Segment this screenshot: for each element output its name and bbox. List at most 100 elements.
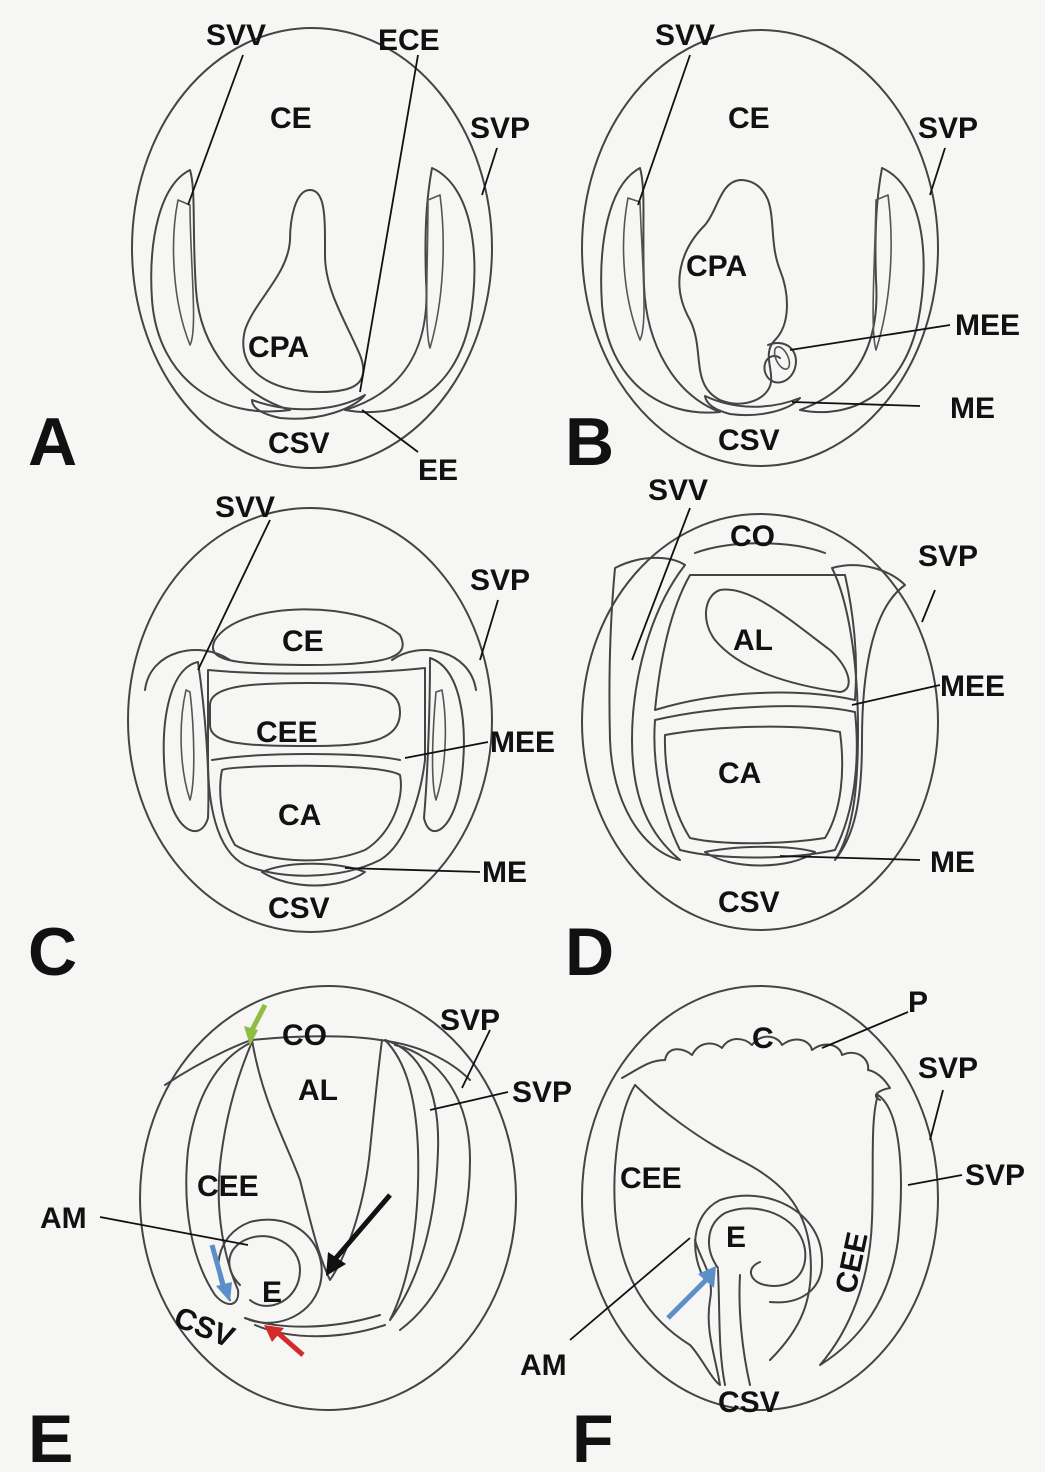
panel-f-stalk xyxy=(718,1270,750,1385)
panel-e-label-am: AM xyxy=(40,1202,87,1235)
panel-f-embryo-swirl xyxy=(709,1208,805,1286)
panel-e-label-cee: CEE xyxy=(197,1170,259,1203)
panel-d-svp-leader xyxy=(922,590,935,622)
panel-f-svp-outer-leader xyxy=(930,1090,943,1140)
panel-e-label-csv: CSV xyxy=(169,1301,239,1355)
panel-d-label-mee: MEE xyxy=(940,670,1005,703)
panel-d-left-shell xyxy=(609,558,685,860)
panel-f-right-shell xyxy=(820,1095,901,1365)
panel-d-label-al: AL xyxy=(733,624,773,657)
panel-b-label-svp: SVP xyxy=(918,112,978,145)
panel-e-label-svp-outer: SVP xyxy=(440,1004,500,1037)
panel-c-label-svv: SVV xyxy=(215,491,275,524)
panel-c-right-vesicle xyxy=(424,658,464,831)
panel-e-label-al: AL xyxy=(298,1074,338,1107)
panel-f-label-cee-right: CEE xyxy=(830,1229,875,1296)
panel-d-label-ca: CA xyxy=(718,757,761,790)
panel-a-letter: A xyxy=(28,404,77,480)
panel-d-label-csv: CSV xyxy=(718,886,780,919)
panel-f-left-cee-shell xyxy=(614,1085,720,1385)
panel-f-label-cee-left: CEE xyxy=(620,1162,682,1195)
panel-e-label-e: E xyxy=(262,1276,282,1309)
panel-b-label-csv: CSV xyxy=(718,424,780,457)
panel-a-label-ce: CE xyxy=(270,102,312,135)
panel-b-svp-leader xyxy=(930,148,945,195)
panel-e-green-arrow xyxy=(252,1005,265,1030)
panel-a-ece-leader xyxy=(360,55,418,392)
panel-b-label-cpa: CPA xyxy=(686,250,747,283)
panel-b-mee-inner-vesicle xyxy=(771,345,792,372)
panel-b-left-inner-slit xyxy=(624,198,645,340)
panel-c-label-csv: CSV xyxy=(268,892,330,925)
panel-b-label-mee: MEE xyxy=(955,309,1020,342)
panel-c-label-cee: CEE xyxy=(256,716,318,749)
panel-a-right-inner-slit xyxy=(427,195,443,348)
panel-a: SVV ECE CE SVP CPA CSV EE A xyxy=(28,19,530,487)
panel-f-blue-arrow xyxy=(668,1280,706,1318)
panel-d-label-svv: SVV xyxy=(648,474,708,507)
panel-b-cpa-cavity xyxy=(679,180,787,404)
panel-e-letter: E xyxy=(28,1401,73,1472)
panel-a-outer-egg xyxy=(132,28,492,468)
panel-b-label-svv: SVV xyxy=(655,19,715,52)
panel-a-label-csv: CSV xyxy=(268,427,330,460)
panel-d-svv-leader xyxy=(632,508,690,660)
panel-c-left-svv-vesicle xyxy=(164,662,209,831)
panel-a-label-ee: EE xyxy=(418,454,458,487)
panel-f-label-p: P xyxy=(908,986,928,1019)
panel-d-label-svp: SVP xyxy=(918,540,978,573)
panel-a-label-svp: SVP xyxy=(470,112,530,145)
panel-f-label-am: AM xyxy=(520,1349,567,1382)
panel-c-label-svp: SVP xyxy=(470,564,530,597)
panel-f-amnion-swirl xyxy=(695,1196,822,1303)
panel-e-svp-outer-leader xyxy=(462,1030,490,1088)
panel-f-diagonal-fold xyxy=(635,1085,811,1360)
panel-e-label-svp-inner: SVP xyxy=(512,1076,572,1109)
panel-c-left-inner-slit xyxy=(181,690,194,800)
panel-d-label-co: CO xyxy=(730,520,775,553)
panel-b-mee-leader xyxy=(790,325,950,350)
panel-c-svp-leader xyxy=(480,600,498,660)
panel-e: CO SVP AL SVP CEE AM E CSV E xyxy=(28,986,572,1472)
panel-a-svp-leader xyxy=(482,148,497,195)
panel-c-label-me: ME xyxy=(482,856,527,889)
panel-d-al-cavity xyxy=(706,590,849,692)
panel-a-label-cpa: CPA xyxy=(248,331,309,364)
panel-e-blue-arrow xyxy=(212,1245,224,1288)
panel-a-bottom-band xyxy=(252,395,365,419)
panel-d-outer-egg xyxy=(582,514,938,930)
panel-a-label-ece: ECE xyxy=(378,24,440,57)
panel-a-label-svv: SVV xyxy=(206,19,266,52)
panel-c-letter: C xyxy=(28,914,77,990)
panel-b-outer-egg xyxy=(582,30,938,466)
panel-f: P C SVP SVP CEE CEE E AM CSV F xyxy=(520,986,1025,1472)
panel-f-label-svp-inner: SVP xyxy=(965,1159,1025,1192)
panel-e-black-arrow xyxy=(336,1195,390,1258)
panel-f-svp-inner-leader xyxy=(908,1175,962,1185)
panel-f-label-csv: CSV xyxy=(718,1386,780,1419)
panel-c-label-ce: CE xyxy=(282,625,324,658)
panel-e-svp-inner-leader xyxy=(430,1092,508,1110)
panel-a-left-inner-slit xyxy=(174,200,194,345)
panel-f-label-e: E xyxy=(726,1221,746,1254)
panel-a-svv-leader xyxy=(188,55,243,205)
panel-c-right-inner-slit xyxy=(433,690,446,800)
panel-b: SVV CE SVP CPA MEE ME CSV B xyxy=(565,19,1020,480)
panel-f-letter: F xyxy=(572,1401,614,1472)
panel-b-label-ce: CE xyxy=(728,102,770,135)
panel-e-outer-right-shell xyxy=(395,1045,470,1330)
panel-b-svv-leader xyxy=(638,55,690,205)
panel-b-letter: B xyxy=(565,404,614,480)
panel-d-label-me: ME xyxy=(930,846,975,879)
panel-d-right-shell xyxy=(832,565,905,860)
panel-a-left-svv-vesicle xyxy=(151,170,290,412)
panel-b-label-me: ME xyxy=(950,392,995,425)
panel-e-right-vesicle xyxy=(385,1040,438,1320)
panel-c-label-ca: CA xyxy=(278,799,321,832)
panel-c: SVV SVP CE CEE MEE CA ME CSV C xyxy=(28,491,555,990)
panel-d-letter: D xyxy=(565,914,614,990)
panel-c-label-mee: MEE xyxy=(490,726,555,759)
panel-e-green-arrowhead xyxy=(244,1026,258,1046)
panel-c-ca-upper-line xyxy=(212,754,400,760)
